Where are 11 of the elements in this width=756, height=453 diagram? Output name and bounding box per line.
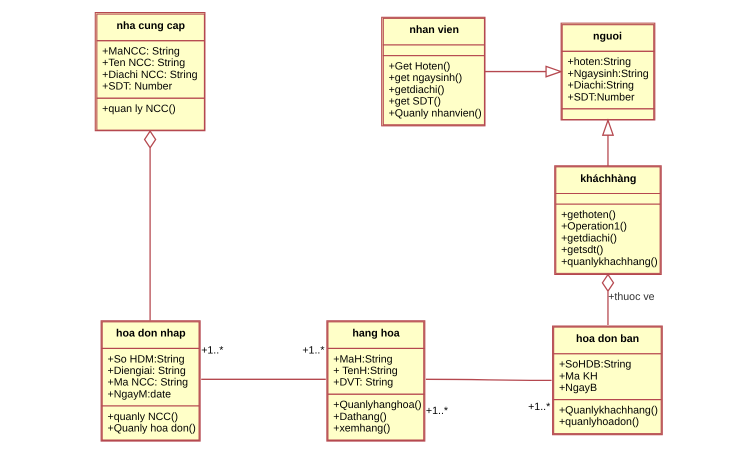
- node-label: +1..*: [302, 344, 324, 357]
- connector: [601, 273, 614, 325]
- connector: [425, 378, 552, 381]
- arrow: [484, 65, 562, 78]
- arrow: [601, 118, 614, 166]
- connector: [200, 378, 326, 380]
- node-label: +1..*: [425, 404, 448, 417]
- node-label: +1..*: [528, 401, 550, 414]
- edge-label: +thuoc ve: [608, 290, 654, 303]
- node-label: +1..*: [200, 344, 223, 357]
- connector: [143, 130, 156, 320]
